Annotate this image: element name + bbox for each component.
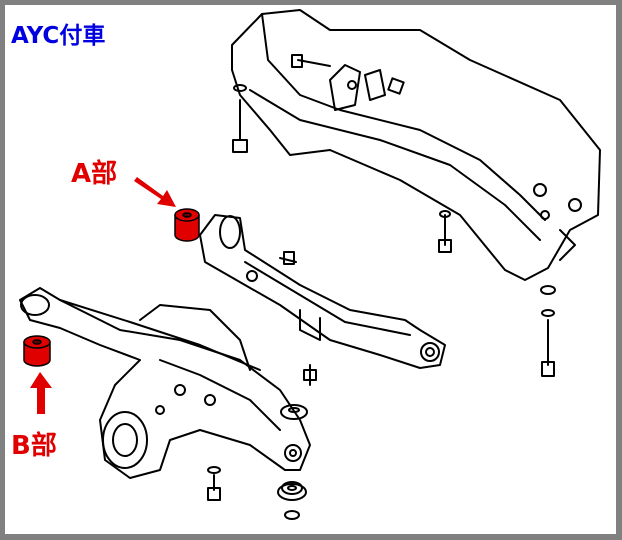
bolt-diff-lower	[207, 466, 221, 501]
bolt-right-middle	[438, 210, 452, 253]
differential	[19, 287, 311, 479]
label-part-a: A部	[71, 159, 118, 189]
rear-crossmember	[231, 9, 601, 281]
bolt-upper-mid	[291, 54, 331, 68]
bushing-a	[174, 208, 200, 242]
lower-arm	[199, 214, 446, 369]
bushing-b	[23, 335, 51, 367]
arrow-b-icon	[30, 372, 52, 414]
label-part-b: B部	[11, 431, 57, 461]
page-title: AYC付車	[11, 23, 106, 49]
arrow-a-icon	[134, 177, 176, 207]
bolt-right-lower	[540, 285, 556, 377]
bolt-diff-upper	[303, 364, 317, 386]
mount-bushing-lower	[277, 481, 307, 520]
bolt-upper-left	[232, 84, 248, 153]
bolt-arm	[279, 251, 297, 265]
nut-upper	[387, 77, 405, 95]
mount-bushing-upper	[280, 404, 308, 420]
